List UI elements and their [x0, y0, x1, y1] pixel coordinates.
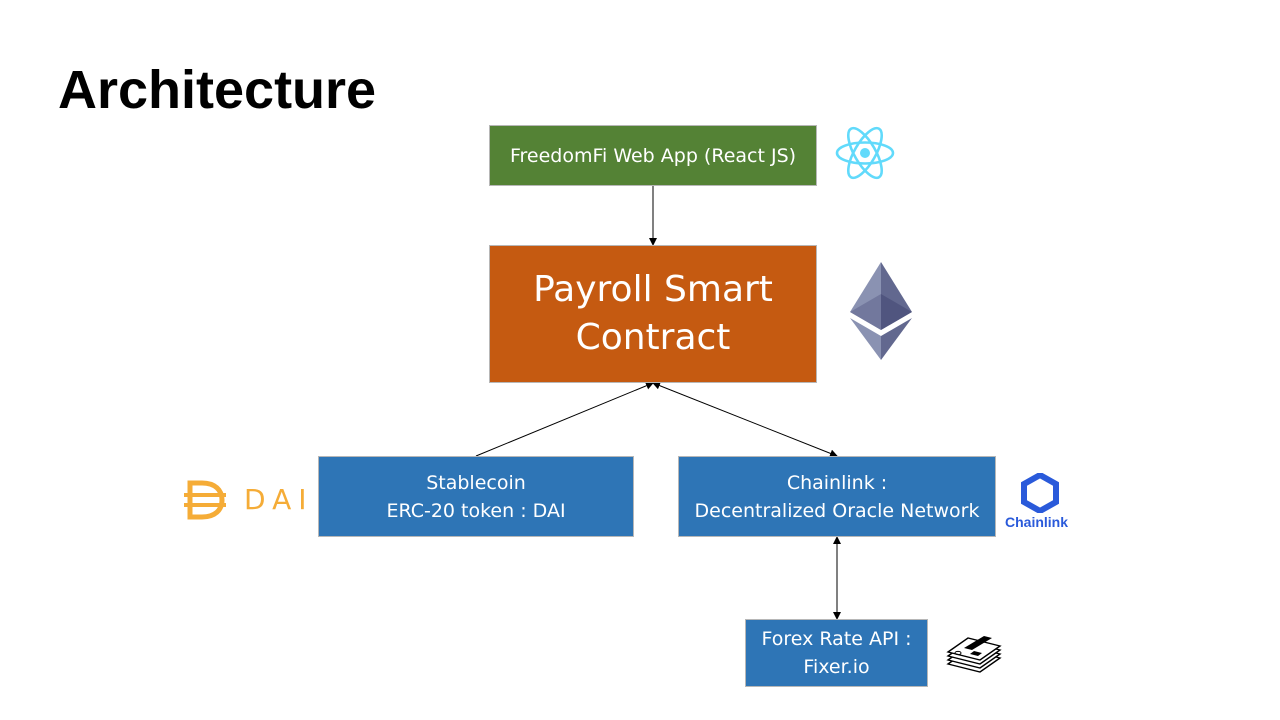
chainlink-logo-text: Chainlink [1005, 514, 1069, 530]
edge-stablecoin-to-contract [475, 381, 654, 457]
money-stack-icon [946, 636, 1002, 673]
stablecoin-node: Stablecoin ERC-20 token : DAI [318, 456, 634, 537]
dai-logo-text: DAI [244, 483, 314, 516]
forex-node: Forex Rate API : Fixer.io [745, 619, 928, 687]
webapp-node: FreedomFi Web App (React JS) [489, 125, 817, 186]
oracle-node: Chainlink : Decentralized Oracle Network [678, 456, 996, 537]
edge-contract-oracle [652, 381, 838, 458]
ethereum-logo-icon [850, 262, 912, 360]
contract-node-label-line2: Contract [575, 317, 731, 358]
forex-node-label-line2: Fixer.io [803, 656, 870, 678]
payroll-contract-node: Payroll Smart Contract [489, 245, 817, 383]
webapp-node-label: FreedomFi Web App (React JS) [509, 144, 797, 167]
stablecoin-node-label-line2: ERC-20 token : DAI [386, 499, 566, 522]
slide-title: Architecture [58, 60, 377, 120]
react-logo-icon [835, 126, 895, 180]
chainlink-logo-icon [1021, 473, 1059, 513]
contract-node-label-line1: Payroll Smart [533, 269, 773, 310]
oracle-node-label-line1: Chainlink : [786, 471, 888, 494]
dai-logo-icon [184, 480, 226, 520]
forex-node-label-line1: Forex Rate API : [761, 628, 912, 650]
oracle-node-label-line2: Decentralized Oracle Network [694, 499, 980, 522]
stablecoin-node-label-line1: Stablecoin [426, 471, 526, 494]
